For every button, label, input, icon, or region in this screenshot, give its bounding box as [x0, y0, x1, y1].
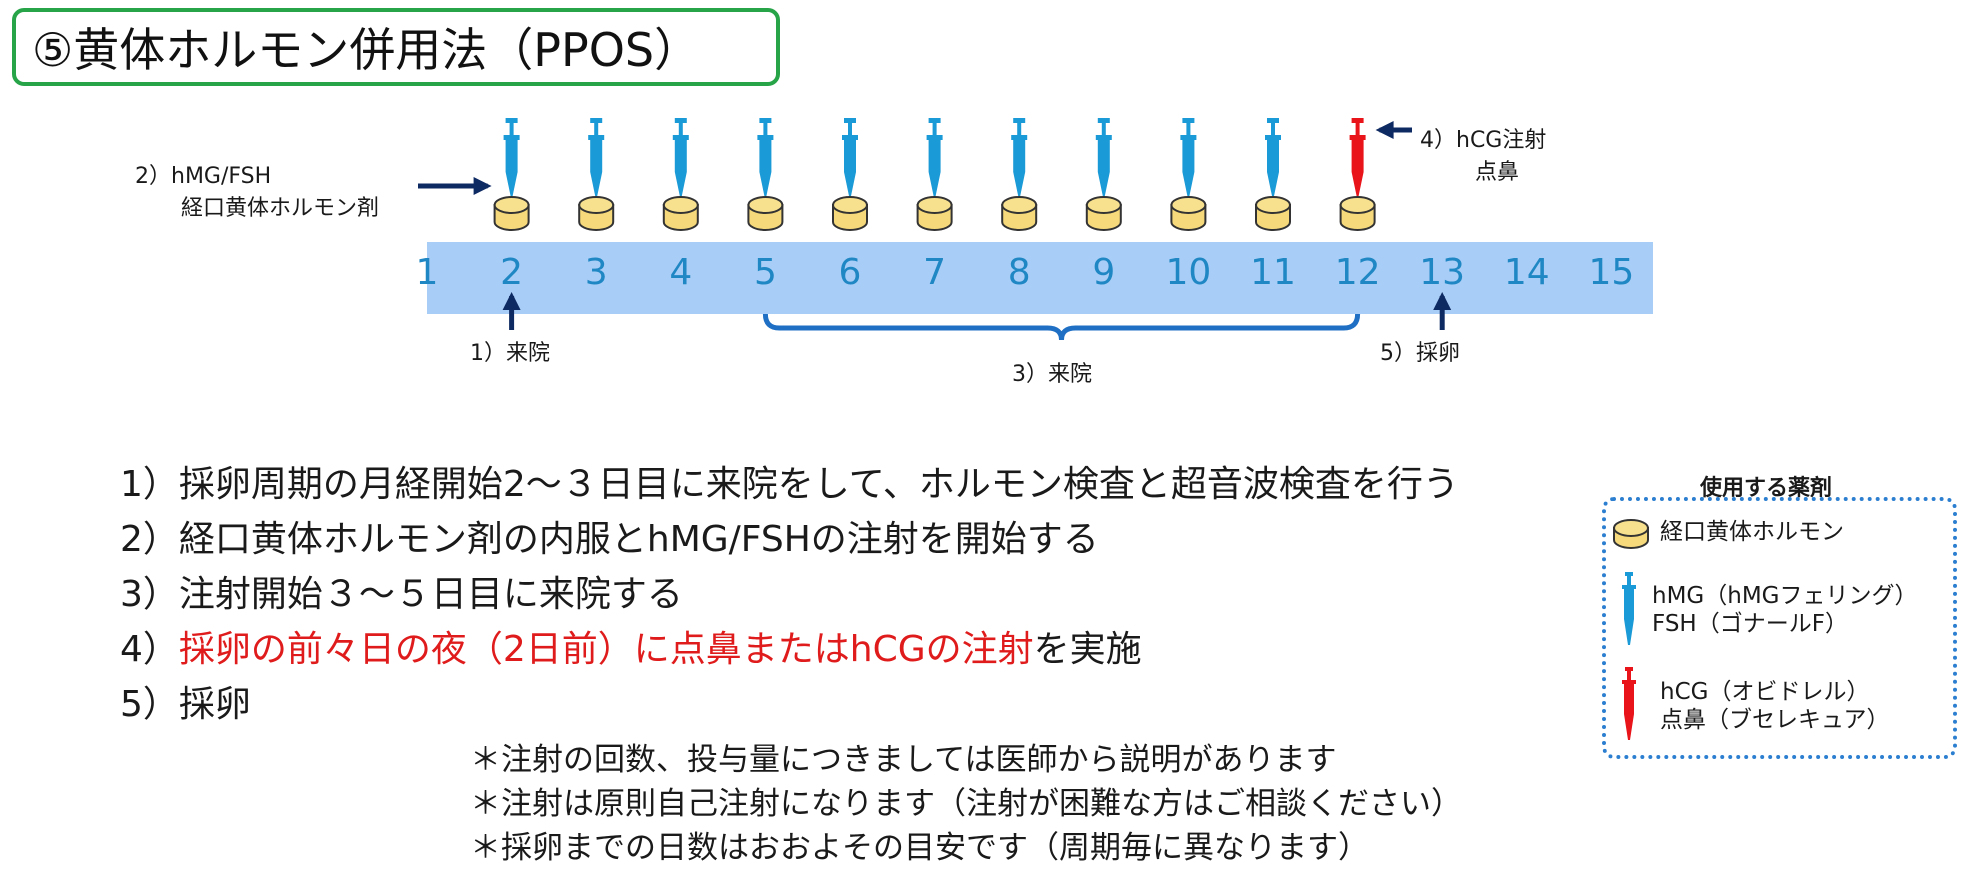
pill-icon — [1339, 196, 1376, 231]
day-number-14: 14 — [1503, 252, 1550, 293]
day-number-10: 10 — [1165, 252, 1212, 293]
day-number-7: 7 — [923, 252, 947, 293]
day-number-4: 4 — [669, 252, 693, 293]
hcg-label-line2: 点鼻 — [1475, 160, 1520, 185]
hmg-fsh-label: 2）hMG/FSH 経口黄体ホルモン剤 — [135, 158, 379, 222]
visit1-label: 1）来院 — [470, 341, 550, 366]
pill-icon — [1170, 196, 1207, 231]
step-2: 2）経口黄体ホルモン剤の内服とhMG/FSHの注射を開始する — [120, 510, 1099, 562]
step-4-prefix: 4） — [120, 629, 179, 670]
hmg-fsh-label-line2: 経口黄体ホルモン剤 — [181, 196, 380, 221]
arrow-up-icon — [1433, 292, 1452, 330]
visit3-label: 3）来院 — [1012, 362, 1092, 387]
legend-box — [1602, 497, 1957, 759]
legend-hmg-line2: FSH（ゴナールF） — [1652, 611, 1848, 637]
day-number-3: 3 — [584, 252, 608, 293]
day-number-5: 5 — [753, 252, 777, 293]
arrow-left-icon — [1375, 121, 1412, 139]
timeline-band — [427, 242, 1653, 314]
syringe-icon — [1180, 118, 1197, 196]
pill-icon — [916, 196, 953, 231]
note-1: ＊注射の回数、投与量につきましては医師から説明があります — [470, 742, 1337, 778]
day-number-9: 9 — [1092, 252, 1116, 293]
visit-range-bracket — [762, 313, 1361, 341]
legend-hcg-line1: hCG（オビドレル） — [1660, 679, 1870, 705]
day-number-8: 8 — [1007, 252, 1031, 293]
step-3-text: 3）注射開始３〜５日目に来院する — [120, 574, 683, 615]
page-title: ⑤黄体ホルモン併用法（PPOS） — [12, 8, 780, 86]
legend-hcg-line2: 点鼻（ブセレキュア） — [1660, 707, 1890, 733]
pill-icon — [1001, 196, 1038, 231]
hcg-label: 4）hCG注射 点鼻 — [1420, 122, 1546, 186]
step-5-text: 5）採卵 — [120, 684, 251, 725]
legend-pill-icon — [1613, 519, 1649, 549]
step-4: 4）採卵の前々日の夜（2日前）に点鼻またはhCGの注射を実施 — [120, 620, 1142, 672]
day-number-6: 6 — [838, 252, 862, 293]
day-number-1: 1 — [415, 252, 439, 293]
pill-icon — [493, 196, 530, 231]
arrow-right-icon — [418, 177, 492, 195]
note-2: ＊注射は原則自己注射になります（注射が困難な方はご相談ください） — [470, 786, 1462, 822]
syringe-icon — [1265, 118, 1281, 196]
legend-pill-label: 経口黄体ホルモン — [1660, 519, 1844, 545]
legend-hmg-label: hMG（hMGフェリング） FSH（ゴナールF） — [1652, 582, 1918, 638]
step-3: 3）注射開始３〜５日目に来院する — [120, 565, 683, 617]
pill-icon — [578, 196, 615, 231]
step-5: 5）採卵 — [120, 675, 251, 727]
step-2-text: 2）経口黄体ホルモン剤の内服とhMG/FSHの注射を開始する — [120, 519, 1099, 560]
hcg-label-line1: 4）hCG注射 — [1420, 128, 1547, 153]
day-number-11: 11 — [1250, 252, 1296, 293]
pill-icon — [1255, 196, 1291, 231]
pill-icon — [747, 196, 784, 231]
syringe-icon — [842, 118, 858, 196]
pill-icon — [662, 196, 699, 231]
legend-hcg-label: hCG（オビドレル） 点鼻（ブセレキュア） — [1660, 678, 1890, 734]
title-text: ⑤黄体ホルモン併用法（PPOS） — [32, 23, 701, 77]
legend-hmg-syringe-icon — [1622, 572, 1636, 645]
arrow-up-icon — [502, 292, 521, 330]
day-number-15: 15 — [1588, 252, 1635, 293]
note-3: ＊採卵までの日数はおおよその目安です（周期毎に異なります） — [470, 830, 1369, 866]
retrieval-label: 5）採卵 — [1380, 341, 1460, 366]
day-number-13: 13 — [1419, 252, 1466, 293]
day-number-2: 2 — [500, 252, 524, 293]
step-4-highlight: 採卵の前々日の夜（2日前）に点鼻またはhCGの注射 — [178, 629, 1034, 670]
pill-icon — [1085, 196, 1122, 231]
syringe-icon — [1095, 118, 1112, 196]
step-4-suffix: を実施 — [1033, 629, 1142, 670]
day-number-12: 12 — [1334, 252, 1381, 293]
syringe-icon — [757, 118, 774, 196]
legend-title: 使用する薬剤 — [1700, 476, 1833, 501]
syringe-icon — [1011, 118, 1028, 196]
pill-icon — [832, 196, 868, 231]
legend-hcg-syringe-icon — [1622, 667, 1636, 740]
hmg-fsh-label-line1: 2）hMG/FSH — [135, 164, 272, 189]
step-1: 1）採卵周期の月経開始2〜３日目に来院をして、ホルモン検査と超音波検査を行う — [120, 455, 1459, 507]
syringe-icon — [588, 118, 605, 196]
syringe-icon — [1349, 118, 1366, 196]
syringe-icon — [926, 118, 943, 196]
legend-hmg-line1: hMG（hMGフェリング） — [1652, 583, 1918, 609]
step-1-text: 1）採卵周期の月経開始2〜３日目に来院をして、ホルモン検査と超音波検査を行う — [120, 464, 1459, 505]
syringe-icon — [672, 118, 689, 196]
syringe-icon — [503, 118, 520, 196]
